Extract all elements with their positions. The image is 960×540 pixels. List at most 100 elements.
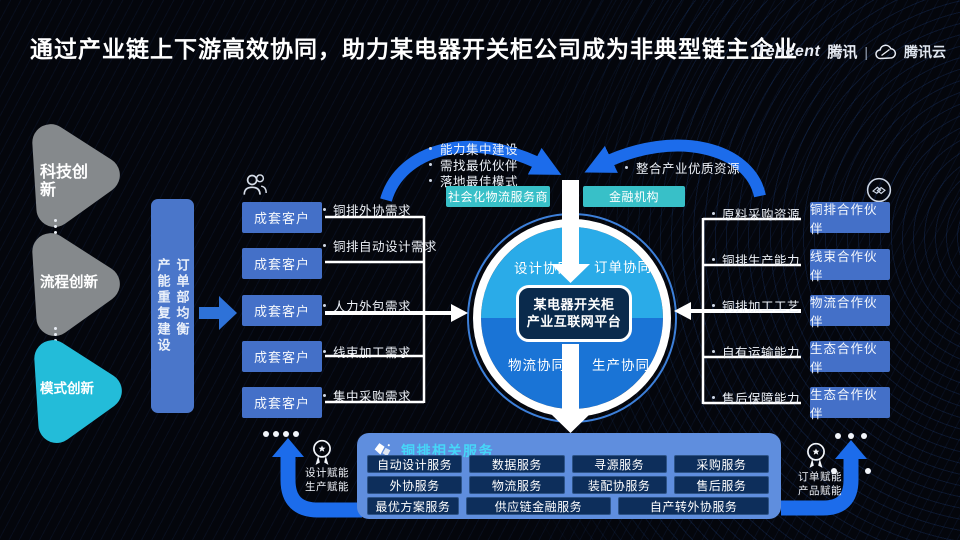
service-box: 最优方案服务 xyxy=(367,497,459,515)
partner-box: 生态合作伙伴 xyxy=(810,387,890,421)
brand-divider: | xyxy=(864,43,868,60)
customer-need-item: 铜排自动设计需求 xyxy=(323,236,437,255)
capability-notes: 能力集中建设 需找最优伙伴 落地最佳模式 xyxy=(429,140,519,189)
customer-box: 成套客户 xyxy=(242,387,322,418)
tencent-cloud-icon xyxy=(875,44,897,59)
bullet-dot xyxy=(712,396,715,399)
empower-line: 生产赋能 xyxy=(305,480,349,493)
partner-capability-label: 铜排生产能力 xyxy=(722,254,801,268)
service-box: 数据服务 xyxy=(469,455,565,473)
partner-capability-item: 原料采购资源 xyxy=(712,204,800,223)
bullet-dot xyxy=(712,304,715,307)
partner-capability-label: 铜排加工工艺 xyxy=(722,300,801,314)
bullet-dot xyxy=(712,258,715,261)
customer-need-item: 人力外包需求 xyxy=(323,296,411,315)
pain-point-bar: 订单部均衡 产能重复建设 xyxy=(151,199,194,413)
handshake-icon xyxy=(866,177,892,203)
note-label: 需找最优伙伴 xyxy=(440,158,519,173)
customer-need-label: 铜排自动设计需求 xyxy=(333,240,438,254)
customer-need-item: 铜排外协需求 xyxy=(323,200,411,219)
bullet-dot xyxy=(712,350,715,353)
blob-tech-innovation-shape xyxy=(32,124,120,227)
service-box: 装配协服务 xyxy=(571,476,667,494)
logistics-provider-box: 社会化物流服务商 xyxy=(446,186,550,207)
customer-box: 成套客户 xyxy=(242,295,322,326)
customer-need-label: 人力外包需求 xyxy=(333,300,412,314)
service-box: 外协服务 xyxy=(367,476,463,494)
pain-point-text: 订单部均衡 产能重复建设 xyxy=(154,258,192,354)
note-label: 能力集中建设 xyxy=(440,142,519,157)
empower-line: 订单赋能 xyxy=(798,471,842,483)
service-box: 物流服务 xyxy=(469,476,565,494)
partner-capability-item: 铜排生产能力 xyxy=(712,250,800,269)
blob-tech-innovation-label: 科技创新 xyxy=(40,164,89,200)
note-item: 落地最佳模式 xyxy=(429,172,519,189)
arrow-right-icon xyxy=(199,296,237,330)
note-item: 需找最优伙伴 xyxy=(429,156,519,173)
note-label: 落地最佳模式 xyxy=(440,174,519,189)
customer-box: 成套客户 xyxy=(242,202,322,233)
medal-icon xyxy=(807,442,825,468)
bullet-dot xyxy=(323,244,326,247)
bullet-dot xyxy=(712,212,715,215)
partner-capability-item: 自有运输能力 xyxy=(712,342,800,361)
service-box: 售后服务 xyxy=(673,476,769,494)
resource-note-label: 整合产业优质资源 xyxy=(636,162,741,176)
customer-need-label: 集中采购需求 xyxy=(333,390,412,404)
customer-box: 成套客户 xyxy=(242,341,322,372)
partner-box: 物流合作伙伴 xyxy=(810,295,890,329)
bullet-dot xyxy=(323,350,326,353)
bottom-feedback-arrows xyxy=(272,438,867,518)
vertical-flow-arrows xyxy=(551,180,590,433)
customer-box: 成套客户 xyxy=(242,248,322,279)
partner-capability-item: 售后保障能力 xyxy=(712,388,800,407)
top-swoosh-arrows xyxy=(380,139,766,202)
resource-note: 整合产业优质资源 xyxy=(625,158,740,177)
platform-quadrant-label: 生产协同 xyxy=(592,358,650,373)
services-row: 外协服务 物流服务 装配协服务 售后服务 xyxy=(367,476,769,494)
empower-line: 设计赋能 xyxy=(305,467,349,479)
service-box: 采购服务 xyxy=(673,455,769,473)
note-item: 能力集中建设 xyxy=(429,140,519,157)
services-row: 最优方案服务 供应链金融服务 自产转外协服务 xyxy=(367,497,769,515)
pain-line-2: 产能重复建设 xyxy=(155,258,171,354)
empowerment-left-label: 设计赋能 生产赋能 xyxy=(303,467,351,494)
pain-line-1: 订单部均衡 xyxy=(174,258,190,338)
platform-name-line2: 产业互联网平台 xyxy=(526,313,622,329)
service-box: 寻源服务 xyxy=(571,455,667,473)
empower-line: 产品赋能 xyxy=(798,484,842,497)
blob-process-innovation-label: 流程创新 xyxy=(40,275,98,291)
financial-institution-box: 金融机构 xyxy=(583,186,685,207)
service-box: 自动设计服务 xyxy=(367,455,463,473)
customer-need-label: 铜排外协需求 xyxy=(333,204,412,218)
brand-logos: Tencent 腾讯 | 腾讯云 xyxy=(756,41,946,62)
bullet-dot xyxy=(429,146,432,150)
left-connector-lines xyxy=(325,215,452,404)
platform-quadrant-label: 物流协同 xyxy=(508,358,566,373)
left-inflow-arrowhead xyxy=(451,304,468,322)
services-panel: 铜排相关服务 自动设计服务 数据服务 寻源服务 采购服务 外协服务 物流服务 装… xyxy=(357,433,781,519)
platform-quadrant-label: 订单协同 xyxy=(594,260,652,275)
bullet-dot xyxy=(323,394,326,397)
bullet-dot xyxy=(429,162,432,166)
page-title: 通过产业链上下游高效协同，助力某电器开关柜公司成为非典型链主企业 xyxy=(30,36,798,62)
partner-box: 线束合作伙伴 xyxy=(810,249,890,283)
partner-box: 铜排合作伙伴 xyxy=(810,202,890,236)
partner-box: 生态合作伙伴 xyxy=(810,341,890,375)
bullet-dot xyxy=(429,178,432,182)
bullet-dot xyxy=(625,166,628,169)
partner-capability-label: 自有运输能力 xyxy=(722,346,801,360)
gem-icon xyxy=(374,443,391,457)
right-inflow-arrowhead xyxy=(674,302,691,320)
tencent-cloud-label: 腾讯云 xyxy=(904,43,946,60)
bullet-dot xyxy=(323,208,326,211)
users-icon xyxy=(243,174,267,195)
blob-process-innovation-shape xyxy=(32,233,120,336)
partner-capability-label: 原料采购资源 xyxy=(722,208,801,222)
tencent-wordmark: Tencent xyxy=(756,42,821,60)
blob-model-innovation-label: 模式创新 xyxy=(40,381,94,396)
services-row: 自动设计服务 数据服务 寻源服务 采购服务 xyxy=(367,455,769,473)
service-box: 自产转外协服务 xyxy=(618,497,769,515)
